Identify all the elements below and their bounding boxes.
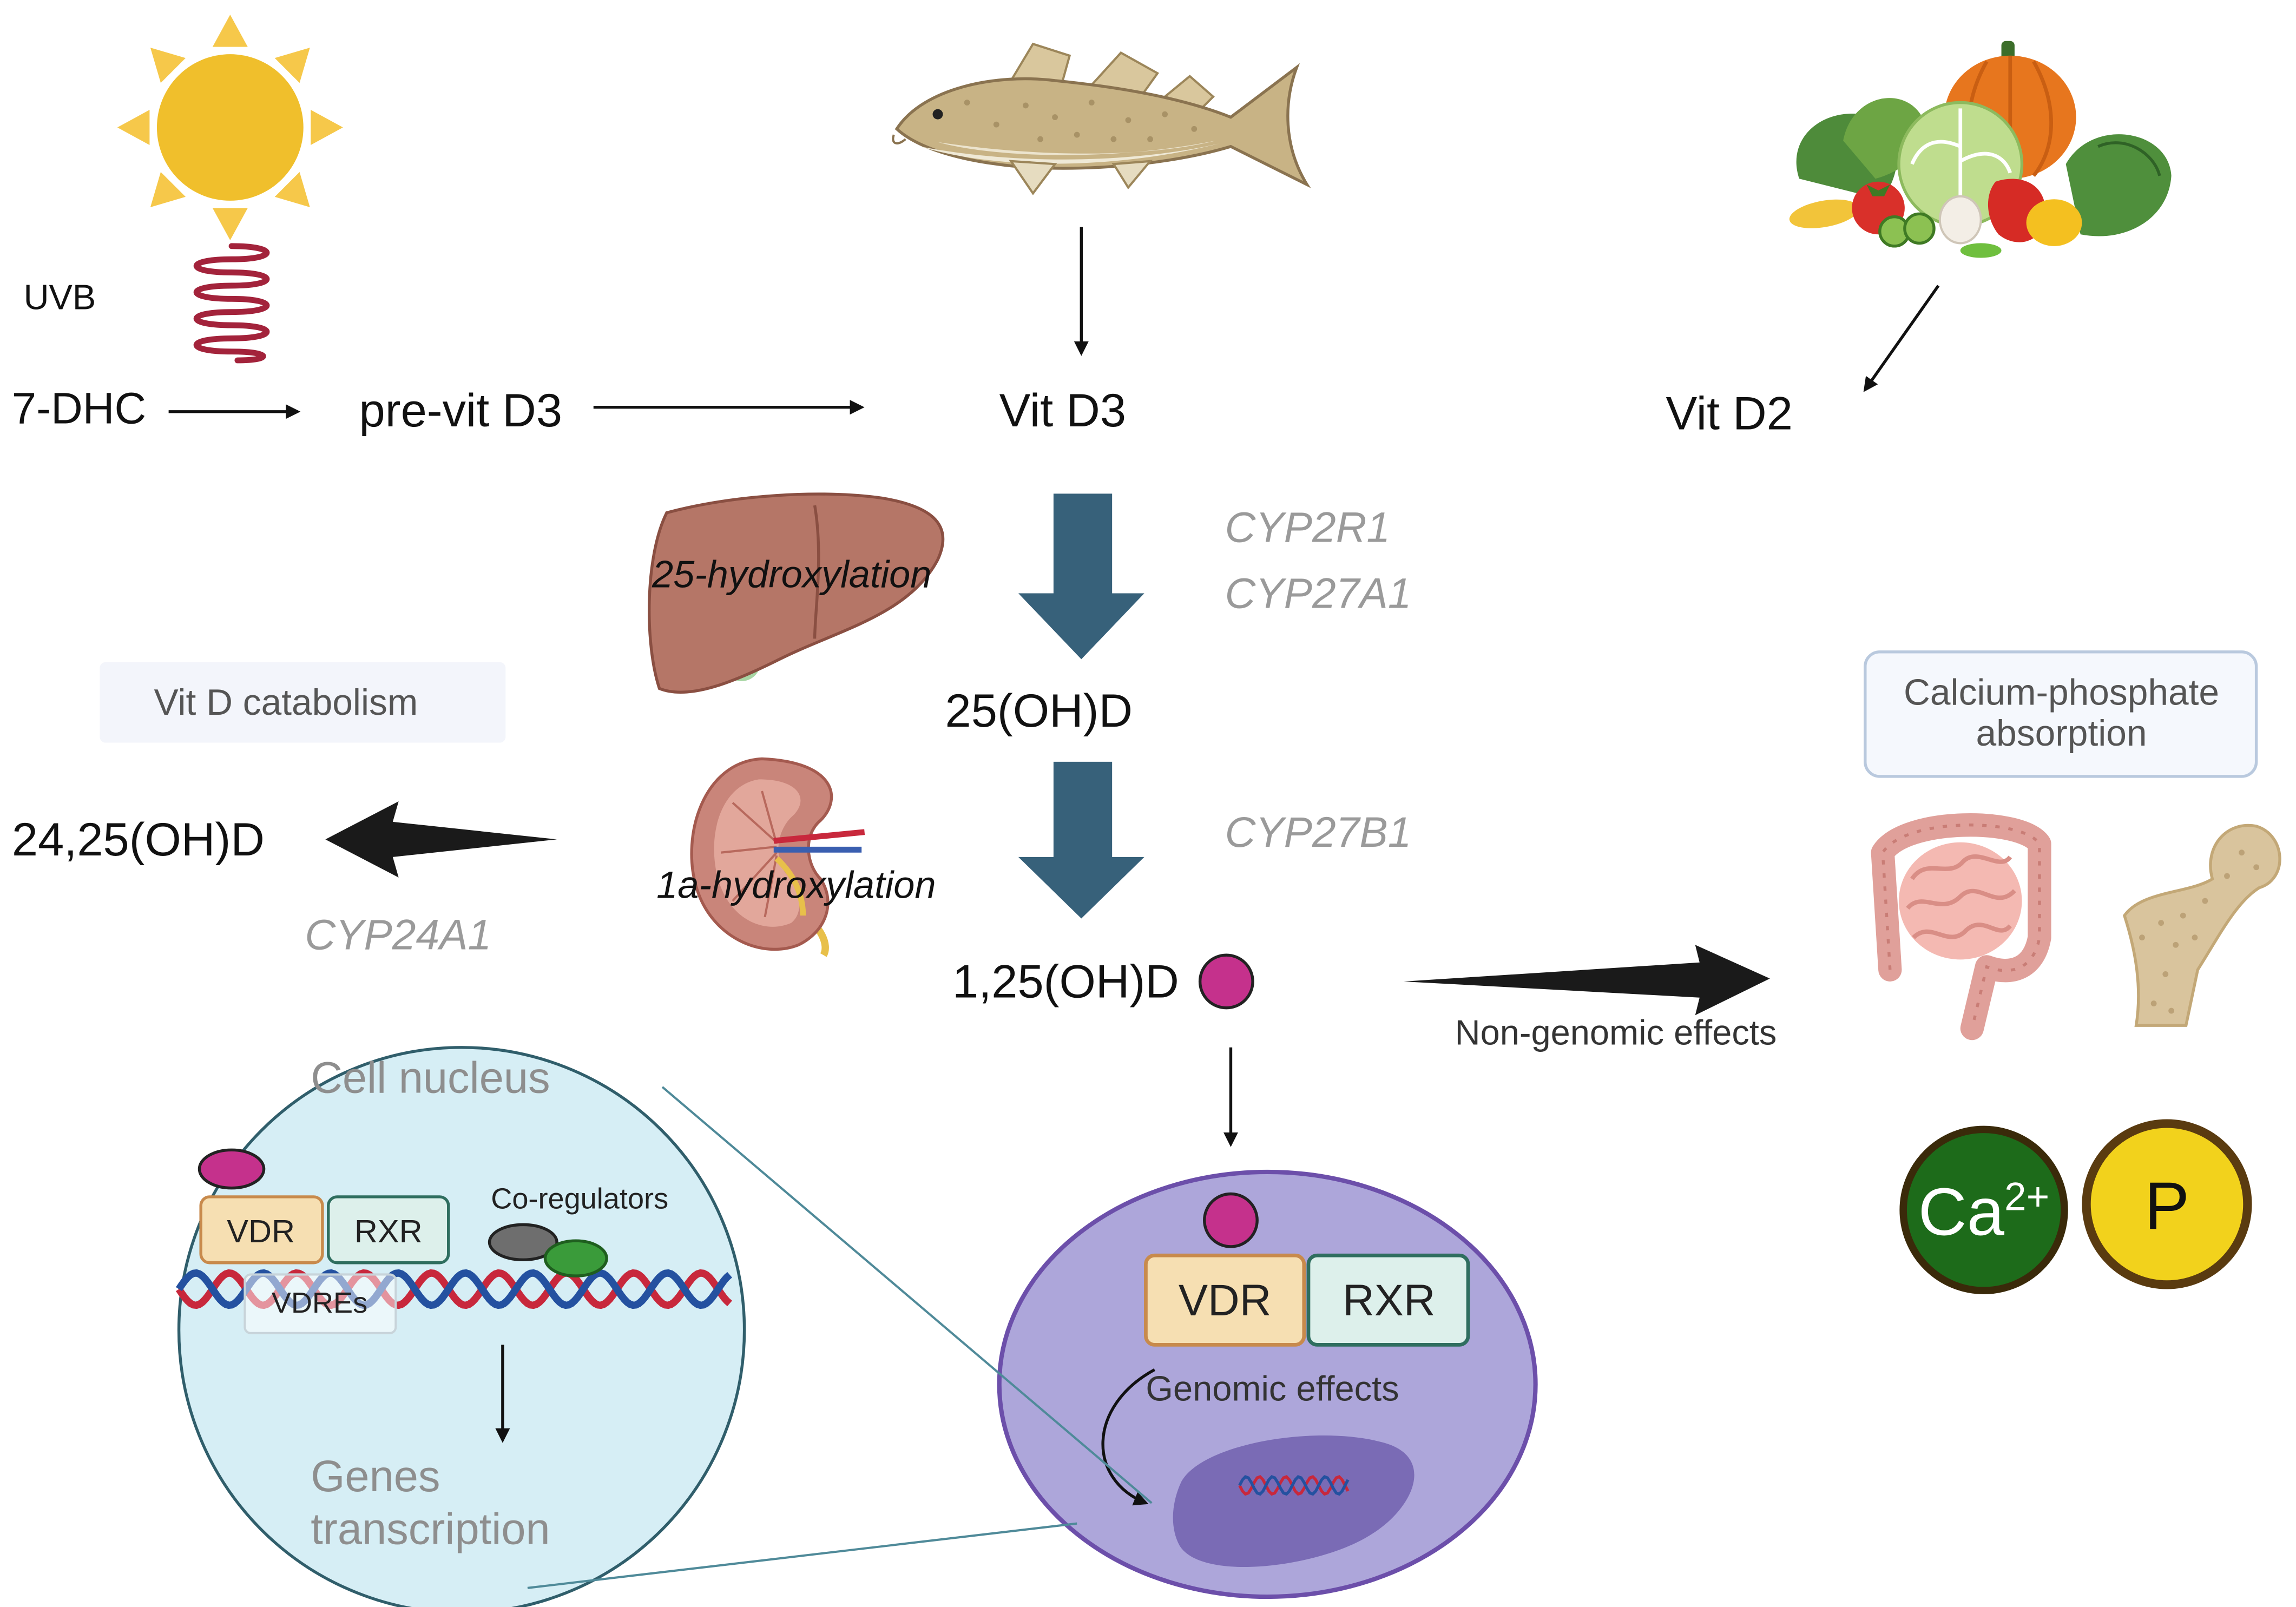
liver-enzyme-2: CYP27A1 <box>1225 570 1412 617</box>
liver-enzyme-1: CYP2R1 <box>1225 504 1390 551</box>
zoom-vdr-box <box>199 1195 324 1264</box>
vdres-label: VDREs <box>272 1287 367 1319</box>
vdres-box <box>244 1273 397 1334</box>
zoom-rxr-box <box>327 1195 450 1264</box>
genomic-effects-label: Genomic effects <box>1146 1368 1399 1408</box>
catabolism-box <box>100 662 506 743</box>
precursor-label: 7-DHC <box>12 384 146 433</box>
outcome-line-1: Genes <box>311 1452 440 1501</box>
uvb-label: UVB <box>24 277 96 317</box>
zoom-connector-lower <box>527 1522 1077 1589</box>
liver-step-label: 25-hydroxylation <box>652 553 931 596</box>
intestine-icon <box>1871 813 2051 1040</box>
outcome-line-2: transcription <box>311 1505 550 1554</box>
cell-vdr-label: VDR <box>1179 1276 1271 1325</box>
cell-rxr-box <box>1306 1253 1470 1347</box>
liver-icon <box>648 492 945 694</box>
cell-calcitriol-icon <box>1203 1192 1259 1248</box>
product-125-label: 1,25(OH)D <box>952 956 1179 1008</box>
phosphate-icon <box>2082 1119 2252 1289</box>
calcitriol-molecule-icon <box>1198 953 1254 1010</box>
zoom-connector-upper <box>661 1086 1153 1504</box>
phosphate-label: P <box>2144 1168 2189 1243</box>
genomic-curved-arrow <box>1101 1368 1155 1506</box>
kidney-icon <box>690 757 865 957</box>
zoom-rxr-label: RXR <box>354 1213 423 1249</box>
absorption-line-2: absorption <box>1976 713 2147 754</box>
zoom-vdr-label: VDR <box>227 1213 295 1249</box>
nucleus-zoom-title: Cell nucleus <box>311 1053 550 1103</box>
absorption-line-1: Calcium-phosphate <box>1904 672 2219 713</box>
kidney-step-label: 1a-hydroxylation <box>656 864 936 906</box>
product-25-label: 25(OH)D <box>945 685 1133 737</box>
non-genomic-arrow <box>1403 945 1770 1016</box>
uvb-wave-icon <box>193 243 270 364</box>
zoom-calcitriol-icon <box>198 1148 266 1190</box>
cell-vdr-box <box>1144 1253 1306 1347</box>
catabolism-arrow <box>325 801 557 878</box>
hydroxylation-25-arrow <box>1018 493 1144 660</box>
calcium-ion-label: Ca2+ <box>1918 1174 2050 1249</box>
bone-icon <box>2122 824 2281 1027</box>
cell-dna-strand-red <box>1238 1475 1350 1496</box>
calcium-charge: 2+ <box>2004 1175 2049 1219</box>
cell-dna-strand-blue <box>1238 1475 1350 1496</box>
arrow-vegetables-to-vitd2 <box>1863 285 1940 392</box>
catabolite-label: 24,25(OH)D <box>12 814 265 866</box>
fish-icon <box>892 42 1311 195</box>
calcium-symbol: Ca <box>1918 1174 2005 1249</box>
hydroxylation-1a-arrow <box>1018 761 1144 919</box>
non-genomic-label: Non-genomic effects <box>1455 1012 1777 1052</box>
vit-d3-label: Vit D3 <box>999 385 1126 437</box>
sun-icon <box>117 15 343 241</box>
previtamin-label: pre-vit D3 <box>359 385 562 437</box>
coregulator-gray-icon <box>488 1223 558 1262</box>
catabolism-label: Vit D catabolism <box>154 682 418 723</box>
cell-rxr-label: RXR <box>1343 1276 1435 1325</box>
cell-nucleus-shape <box>1173 1435 1415 1568</box>
absorption-box <box>1864 650 2258 778</box>
coregulators-label: Co-regulators <box>491 1183 668 1215</box>
coregulator-green-icon <box>543 1239 608 1277</box>
calcium-ion-icon <box>1899 1125 2068 1294</box>
catabolism-enzyme: CYP24A1 <box>305 911 491 958</box>
kidney-enzyme: CYP27B1 <box>1225 808 1412 856</box>
vit-d2-label: Vit D2 <box>1666 387 1793 439</box>
nucleus-zoom-circle <box>177 1046 746 1607</box>
vegetables-icon <box>1789 41 2172 258</box>
